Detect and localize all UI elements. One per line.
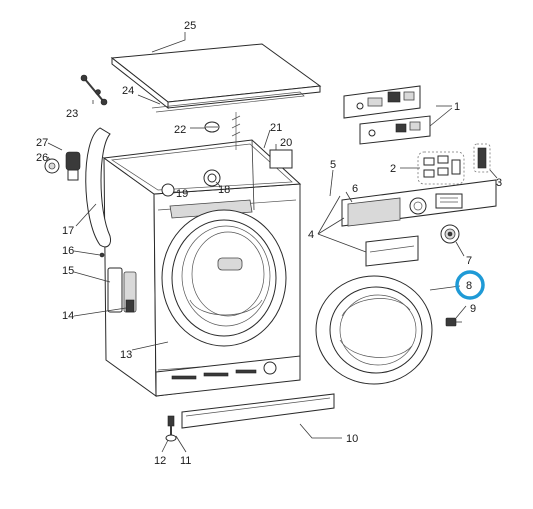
label-8: 8 [466,280,472,292]
highlight-ring [455,270,485,300]
pump-part [44,151,81,181]
door-hinge [99,252,137,313]
door-assembly [315,275,433,385]
programme-knob [440,224,460,244]
label-12: 12 [154,455,166,467]
label-6: 6 [352,183,358,195]
button-group [417,151,465,185]
label-7: 7 [466,255,472,267]
label-15: 15 [62,265,74,277]
drum-opening [161,209,287,347]
control-board-upper [343,85,421,119]
label-19: 19 [176,188,188,200]
label-14: 14 [62,310,74,322]
label-5: 5 [330,159,336,171]
label-27: 27 [36,137,48,149]
label-25: 25 [184,20,196,32]
top-panel [110,43,322,113]
kickplate [181,393,335,429]
label-4: 4 [308,229,314,241]
label-13: 13 [120,349,132,361]
label-1: 1 [454,101,460,113]
label-2: 2 [390,163,396,175]
label-23: 23 [66,108,78,120]
adjustable-foot [165,415,177,442]
internal-parts [161,112,293,197]
label-21: 21 [270,122,282,134]
part-labels: 25 24 23 22 21 20 19 18 27 26 17 16 15 1… [36,20,502,467]
label-3: 3 [496,177,502,189]
label-11: 11 [180,455,191,467]
door-latch [445,317,462,327]
label-24: 24 [122,85,134,97]
label-9: 9 [470,303,476,315]
label-17: 17 [62,225,74,237]
drain-hose-part [80,74,108,106]
label-22: 22 [174,124,186,136]
button-strip [473,143,491,173]
label-20: 20 [280,137,292,149]
label-10: 10 [346,433,358,445]
control-fascia [341,179,497,227]
leader-lines [47,32,498,453]
control-board-lower [359,115,431,145]
label-26: 26 [36,152,48,164]
label-18: 18 [218,184,230,196]
plinth-vents [171,361,277,380]
detergent-drawer-handle [365,235,419,267]
label-16: 16 [62,245,74,257]
